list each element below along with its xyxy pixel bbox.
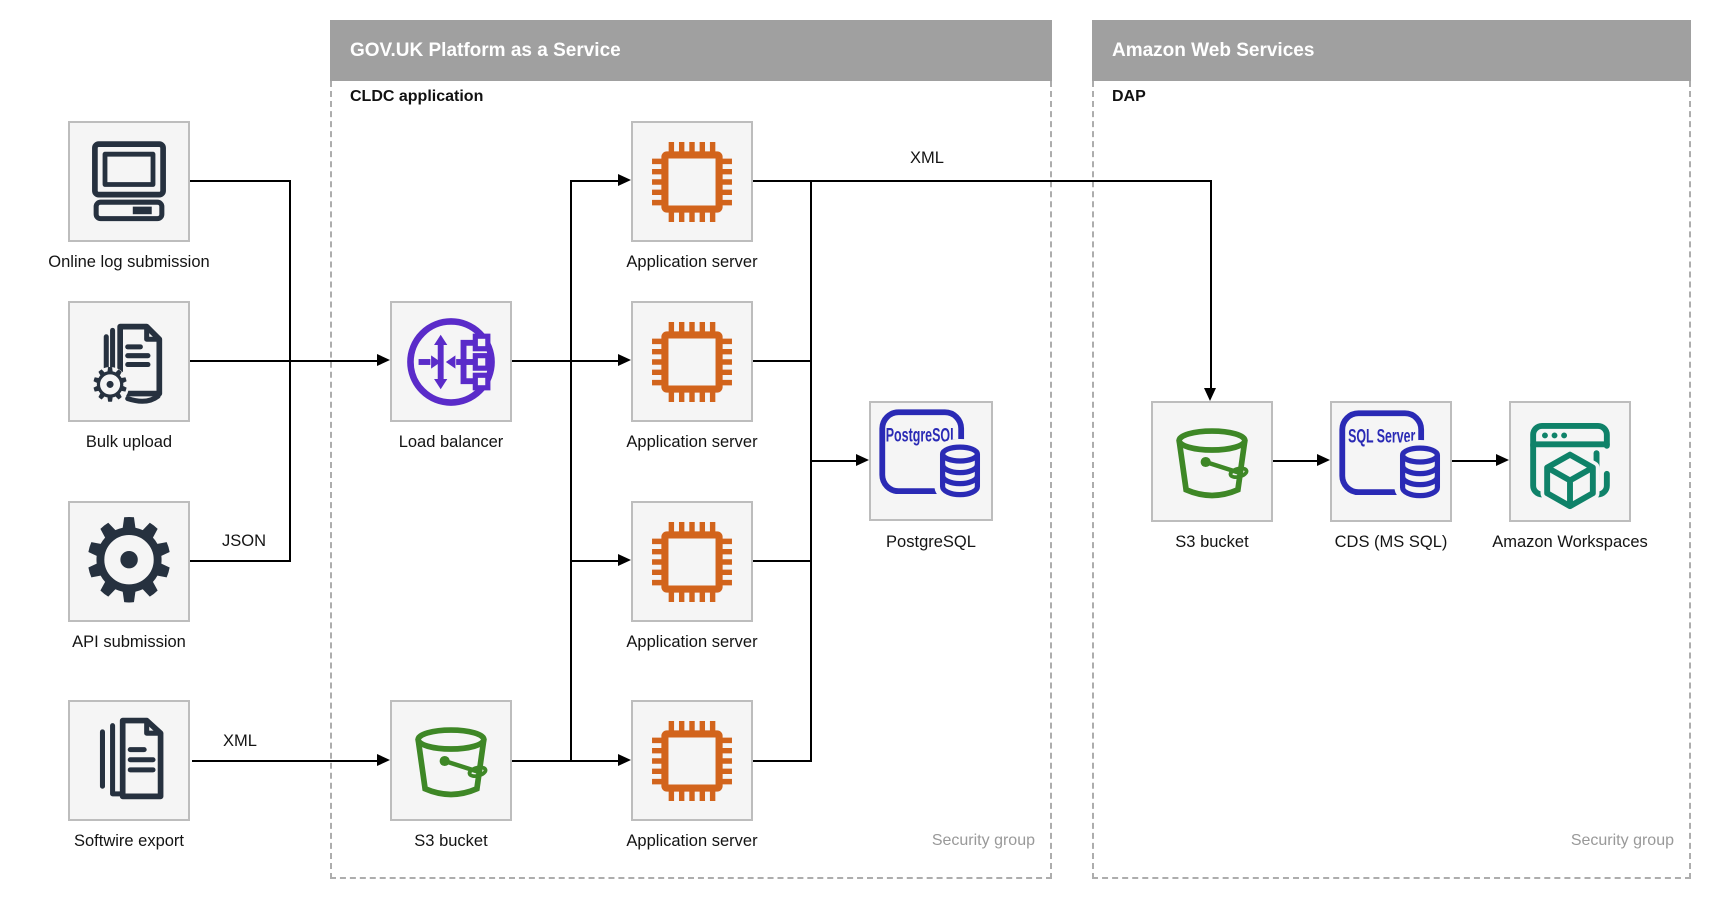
node-app-server-1: [631, 121, 753, 242]
edge-s3-govuk-out: [512, 760, 571, 762]
node-label-app-server-3: Application server: [626, 633, 758, 651]
chip-icon: [652, 141, 732, 222]
edge-label-xml-to-aws: XML: [910, 149, 944, 167]
documents-stack-icon: [99, 717, 164, 799]
govuk-security-group-label: Security group: [931, 832, 1035, 849]
arrowhead-into-s3-aws: [1204, 388, 1216, 401]
node-softwire-export: [68, 700, 190, 821]
arrowhead-into-app2: [618, 354, 631, 366]
edge-app4-out: [753, 760, 811, 762]
govuk-paas-title: GOV.UK Platform as a Service: [350, 39, 621, 61]
document-gear-icon: ⚙: [89, 323, 163, 410]
govuk-paas-header: GOV.UK Platform as a Service: [330, 20, 1052, 81]
node-online-log-submission: [68, 121, 190, 242]
workspaces-icon: [1530, 422, 1610, 513]
govuk-paas-boundary: [330, 81, 1052, 879]
node-label-postgresql: PostgreSQL: [886, 533, 976, 551]
edge-cds-to-workspaces: [1452, 460, 1497, 462]
node-label-load-balancer: Load balancer: [398, 433, 504, 451]
node-label-amazon-workspaces: Amazon Workspaces: [1492, 533, 1648, 551]
dap-label: DAP: [1112, 88, 1146, 105]
edge-distribution-trunk: [570, 180, 572, 762]
aws-boundary: [1092, 81, 1691, 879]
gear-icon: ⚙: [77, 506, 180, 618]
database-icon: PostgreSQL: [879, 409, 986, 503]
aws-header: Amazon Web Services: [1092, 20, 1691, 81]
node-app-server-3: [631, 501, 753, 622]
edge-app2-out: [753, 360, 811, 362]
sql-server-icon-text: SQL Server: [1348, 425, 1415, 447]
chip-icon: [652, 521, 732, 602]
node-label-cds-mssql: CDS (MS SQL): [1334, 533, 1448, 551]
bucket-icon: [1176, 427, 1249, 498]
node-label-softwire-export: Softwire export: [73, 832, 185, 850]
node-label-app-server-4: Application server: [626, 832, 758, 850]
chip-icon: [652, 720, 732, 801]
node-bulk-upload: ⚙: [68, 301, 190, 422]
node-api-submission: ⚙: [68, 501, 190, 622]
edge-label-xml-softwire: XML: [223, 732, 257, 750]
computer-icon: [92, 140, 166, 221]
node-cds-mssql: SQL Server: [1330, 401, 1452, 522]
node-s3-bucket-govuk: [390, 700, 512, 821]
aws-security-group-label: Security group: [1570, 832, 1674, 849]
arrowhead-into-app4: [618, 754, 631, 766]
aws-title: Amazon Web Services: [1112, 39, 1315, 61]
node-label-bulk-upload: Bulk upload: [85, 433, 173, 451]
node-postgresql: PostgreSQL: [869, 401, 993, 521]
edge-lb-out: [512, 360, 571, 362]
edge-s3-aws-to-cds: [1273, 460, 1318, 462]
postgresql-icon-text: PostgreSQL: [886, 424, 958, 446]
node-label-app-server-1: Application server: [626, 253, 758, 271]
edge-bulk-to-lb: [190, 360, 378, 362]
edge-branch-app4: [571, 760, 619, 762]
chip-icon: [652, 321, 732, 402]
node-label-app-server-2: Application server: [626, 433, 758, 451]
cldc-application-label: CLDC application: [350, 88, 484, 105]
svg-text:⚙: ⚙: [77, 506, 180, 618]
small-gear-glyph: ⚙: [89, 359, 131, 410]
node-label-online-log-submission: Online log submission: [48, 253, 210, 271]
edge-branch-app2: [571, 360, 619, 362]
arrowhead-into-postgresql: [856, 454, 869, 466]
arrowhead-into-s3-govuk: [377, 754, 390, 766]
node-label-api-submission: API submission: [72, 633, 186, 651]
arrowhead-into-app3: [618, 554, 631, 566]
edge-input-trunk: [289, 180, 291, 562]
node-load-balancer: [390, 301, 512, 422]
database-icon: SQL Server: [1339, 409, 1446, 504]
edge-app1-to-aws: [753, 180, 1212, 182]
edge-xml-down-to-s3-aws: [1210, 181, 1212, 388]
node-app-server-4: [631, 700, 753, 821]
node-amazon-workspaces: [1509, 401, 1631, 522]
node-label-s3-bucket-govuk: S3 bucket: [414, 832, 488, 850]
edge-to-postgresql: [812, 460, 857, 462]
edge-branch-app1: [571, 180, 619, 182]
bucket-icon: [415, 726, 488, 797]
node-label-s3-bucket-aws: S3 bucket: [1175, 533, 1249, 551]
edge-online-log-out: [190, 180, 290, 182]
node-app-server-2: [631, 301, 753, 422]
load-balancer-icon: [407, 317, 495, 406]
edge-api-out: [190, 560, 290, 562]
arrowhead-into-app1: [618, 174, 631, 186]
edge-softwire-to-s3: [192, 760, 378, 762]
edge-app3-out: [753, 560, 811, 562]
edge-label-json: JSON: [221, 532, 266, 550]
edge-branch-app3: [571, 560, 619, 562]
arrowhead-into-cds: [1317, 454, 1330, 466]
arrowhead-into-load-balancer: [377, 354, 390, 366]
arrowhead-into-workspaces: [1496, 454, 1509, 466]
node-s3-bucket-aws: [1151, 401, 1273, 522]
edge-collector-trunk: [810, 180, 812, 762]
